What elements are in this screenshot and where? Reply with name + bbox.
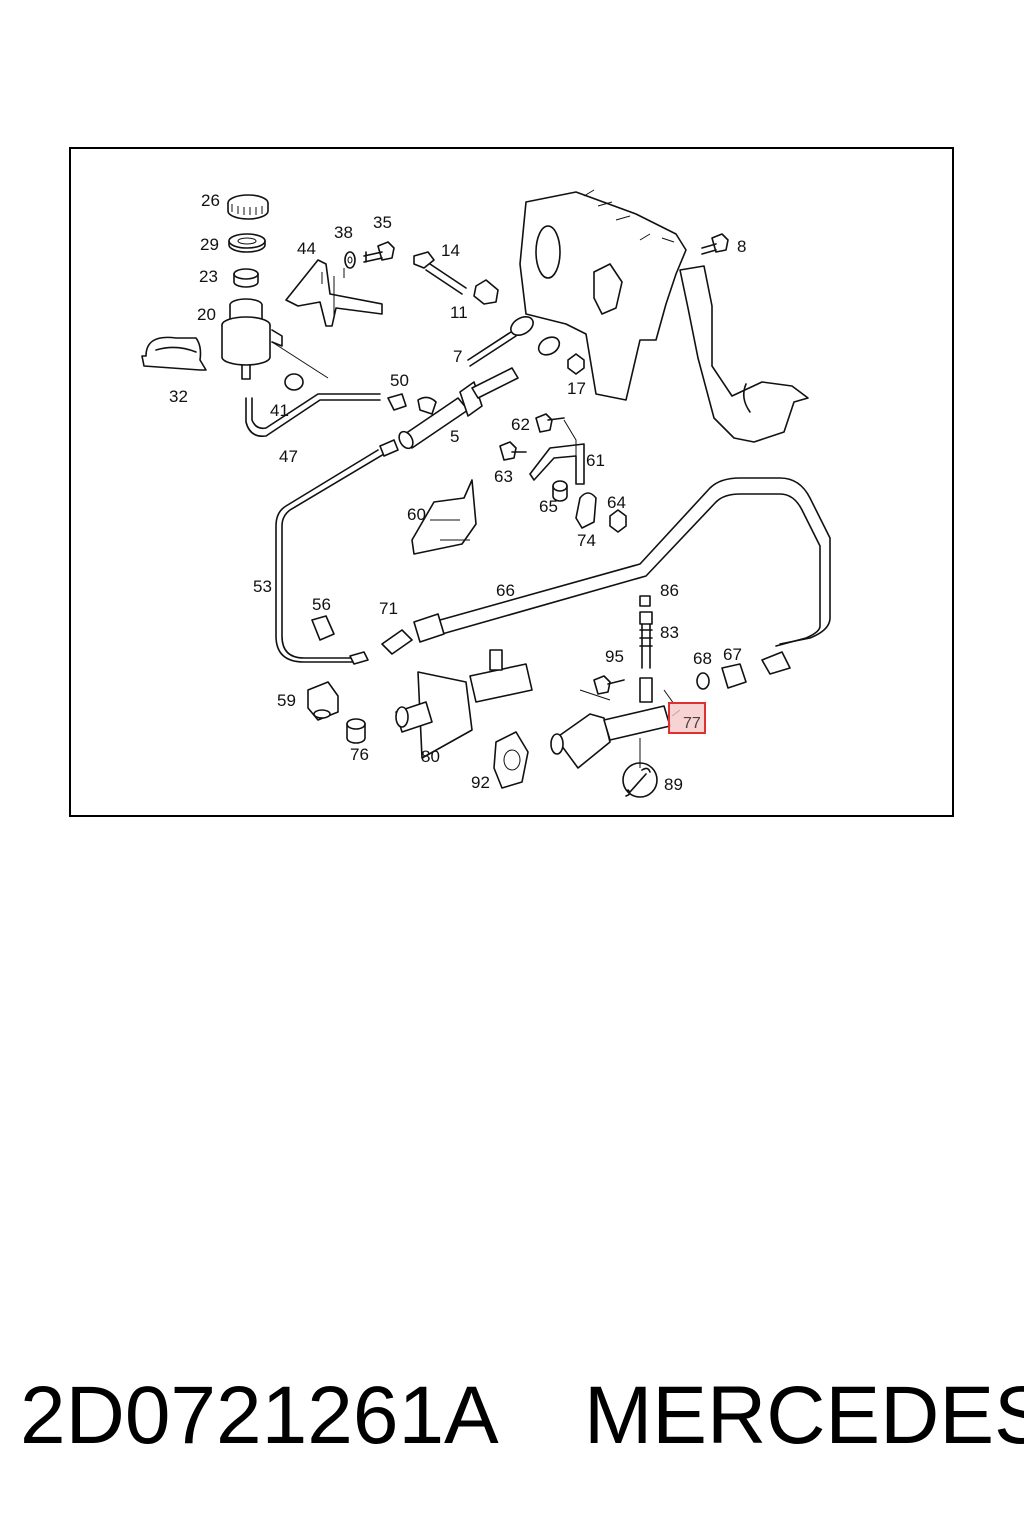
callout-56: 56 (312, 595, 331, 614)
callout-32: 32 (169, 387, 188, 406)
pedal-assembly[interactable] (519, 189, 809, 443)
callout-68: 68 (693, 649, 712, 668)
callout-89: 89 (664, 775, 683, 794)
callout-95: 95 (605, 647, 624, 666)
callout-80: 80 (421, 747, 440, 766)
part-83-bleeder[interactable] (639, 611, 653, 669)
callout-62: 62 (511, 415, 530, 434)
callout-20: 20 (197, 305, 216, 324)
part-41-nut[interactable] (284, 373, 304, 391)
part-76-bushing[interactable] (346, 718, 366, 744)
callout-47: 47 (279, 447, 298, 466)
part-86-cap[interactable] (639, 595, 651, 607)
highlight-77[interactable]: 77 (668, 702, 706, 734)
part-80-slave-cylinder[interactable] (395, 649, 533, 759)
callout-5: 5 (450, 427, 459, 446)
brand-name: MERCEDES (584, 1370, 1024, 1461)
callout-77: 77 (683, 715, 701, 732)
part-77-slave-cylinder[interactable] (550, 677, 675, 769)
part-7-pushrod[interactable] (467, 313, 563, 367)
part-44-bracket[interactable] (285, 259, 383, 327)
part-65-spacer[interactable] (552, 480, 568, 502)
diagram-frame (69, 147, 954, 817)
part-74-clamp[interactable] (575, 492, 597, 529)
callout-7: 7 (453, 347, 462, 366)
callout-44: 44 (297, 239, 316, 258)
part-63-bolt[interactable] (499, 441, 527, 461)
callout-29: 29 (200, 235, 219, 254)
part-20-reservoir[interactable] (221, 298, 283, 380)
part-66-hose[interactable] (413, 477, 831, 675)
highlight-box (668, 702, 706, 734)
callout-83: 83 (660, 623, 679, 642)
part-61-bracket[interactable] (529, 443, 585, 485)
part-29-seal[interactable] (228, 233, 266, 253)
callout-64: 64 (607, 493, 626, 512)
callout-63: 63 (494, 467, 513, 486)
footer: 2D0721261A MERCEDES (0, 1366, 1024, 1466)
part-50-clip[interactable] (387, 393, 437, 415)
part-62-bolt[interactable] (535, 413, 565, 433)
part-23-filter[interactable] (233, 268, 259, 288)
callout-35: 35 (373, 213, 392, 232)
part-5-master-cylinder[interactable] (396, 367, 519, 451)
callout-65: 65 (539, 497, 558, 516)
part-47-hose[interactable] (245, 393, 381, 438)
callout-67: 67 (723, 645, 742, 664)
part-68-washer[interactable] (696, 672, 710, 690)
callout-71: 71 (379, 599, 398, 618)
callout-76: 76 (350, 745, 369, 764)
part-38-washer[interactable] (344, 251, 356, 269)
callout-86: 86 (660, 581, 679, 600)
part-56-clip[interactable] (311, 615, 335, 641)
callout-92: 92 (471, 773, 490, 792)
callout-41: 41 (270, 401, 289, 420)
callout-23: 23 (199, 267, 218, 286)
part-8-bolt[interactable] (701, 233, 729, 255)
part-59-sensor[interactable] (307, 681, 339, 721)
callout-26: 26 (201, 191, 220, 210)
callout-38: 38 (334, 223, 353, 242)
part-number: 2D0721261A (20, 1370, 499, 1461)
part-26-cap[interactable] (227, 194, 269, 220)
callout-11: 11 (450, 303, 468, 322)
callout-50: 50 (390, 371, 409, 390)
leader-lines (271, 268, 681, 768)
callout-53: 53 (253, 577, 272, 596)
part-17-nut[interactable] (567, 353, 585, 375)
part-14-bolt[interactable] (413, 251, 467, 295)
part-32-bracket[interactable] (141, 336, 207, 371)
callout-74: 74 (577, 531, 596, 550)
callout-labels: 26 29 23 20 32 38 35 44 14 11 7 50 41 47… (169, 191, 746, 794)
part-60-bracket[interactable] (411, 479, 477, 555)
part-11-fitting[interactable] (473, 279, 499, 305)
callout-59: 59 (277, 691, 296, 710)
callout-61: 61 (586, 451, 605, 470)
callout-17: 17 (567, 379, 586, 398)
callout-66: 66 (496, 581, 515, 600)
callout-60: 60 (407, 505, 426, 524)
callout-8: 8 (737, 237, 746, 256)
part-67-fitting[interactable] (721, 663, 747, 689)
callout-14: 14 (441, 241, 460, 260)
part-35-bolt[interactable] (363, 241, 395, 263)
wrench-icon (622, 762, 658, 798)
part-92-gasket[interactable] (493, 731, 529, 789)
part-95-bolt[interactable] (593, 675, 625, 695)
part-71-clip[interactable] (381, 629, 413, 655)
part-64-nut[interactable] (609, 509, 627, 533)
part-53-pipe[interactable] (275, 439, 399, 665)
